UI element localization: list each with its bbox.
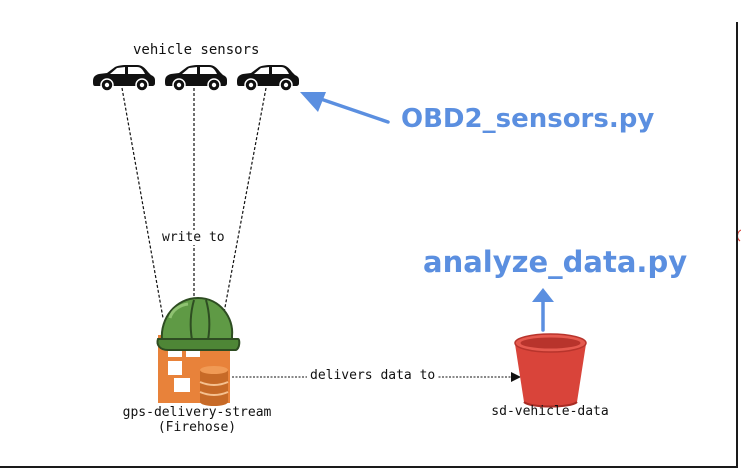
edge-label-write: write to bbox=[159, 230, 228, 245]
edge-car3-to-firehose bbox=[222, 87, 267, 319]
frame-border-bottom bbox=[0, 466, 738, 468]
car-icon bbox=[164, 64, 228, 92]
annotation-arrow-sensors bbox=[300, 92, 390, 124]
s3-bucket-icon bbox=[514, 333, 587, 408]
hard-hat-icon bbox=[156, 296, 241, 351]
frame-border-right bbox=[736, 22, 738, 468]
sensors-group-label: vehicle sensors bbox=[133, 42, 260, 58]
firehose-name: gps-delivery-stream bbox=[122, 405, 272, 420]
car-icon bbox=[92, 64, 156, 92]
firehose-type: (Firehose) bbox=[157, 420, 237, 435]
edge-car1-to-firehose bbox=[121, 87, 164, 319]
edge-label-deliver: delivers data to bbox=[307, 368, 439, 383]
annotation-sensors-script: OBD2_sensors.py bbox=[401, 104, 655, 134]
firehose-label: gps-delivery-stream (Firehose) bbox=[112, 405, 282, 435]
annotation-analyze-script: analyze_data.py bbox=[423, 245, 688, 279]
annotation-arrow-analyze bbox=[532, 288, 554, 332]
bucket-label: sd-vehicle-data bbox=[491, 404, 609, 419]
car-icon bbox=[236, 64, 300, 92]
